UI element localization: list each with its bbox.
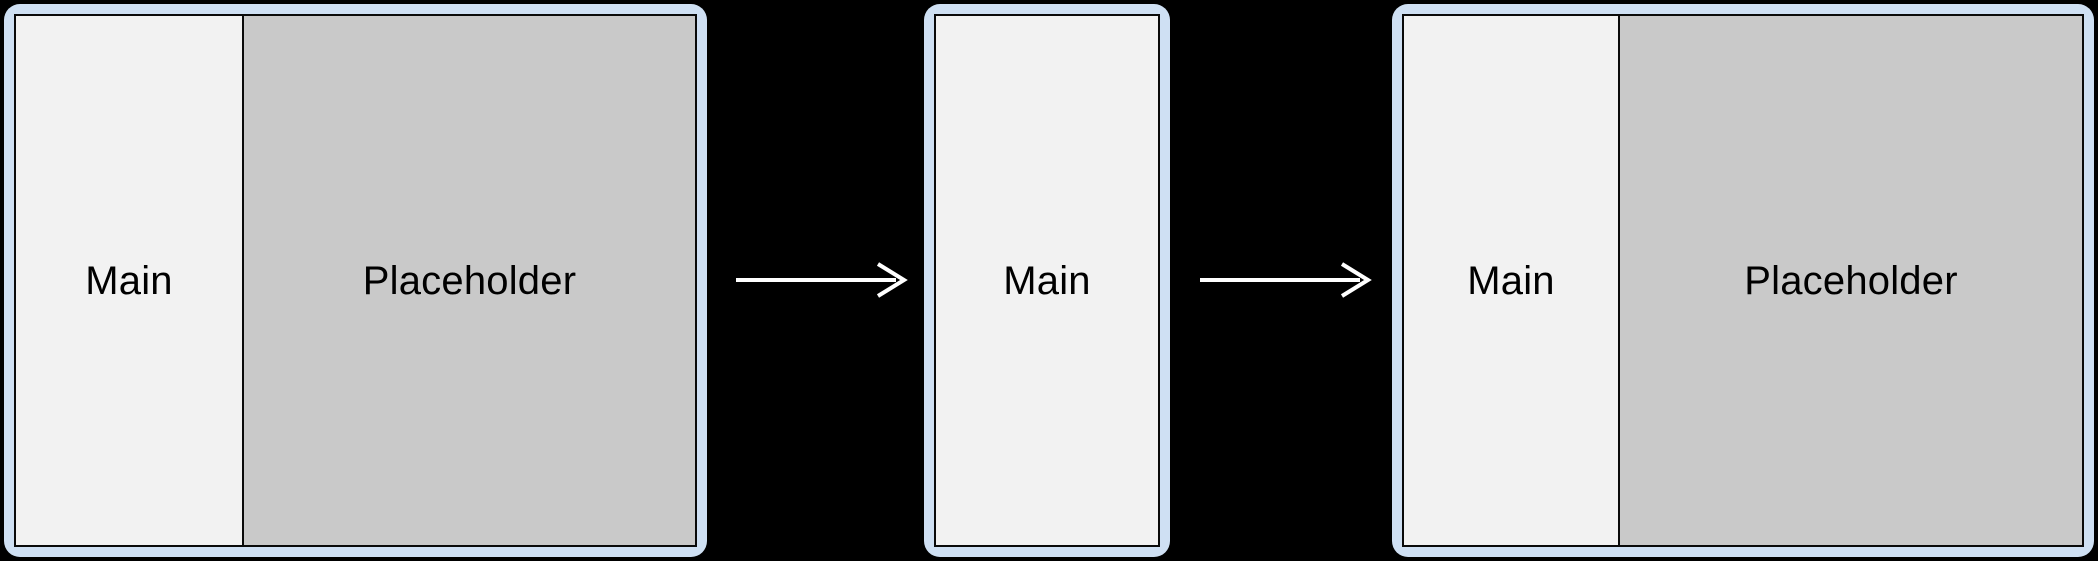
panel-3-inner: Main Placeholder (1402, 14, 2084, 547)
arrow-panel1-to-panel2 (736, 250, 908, 310)
panel-3-region-placeholder[interactable]: Placeholder (1618, 16, 2082, 545)
panel-1-main-label: Main (85, 258, 173, 303)
arrow-panel2-to-panel3 (1200, 250, 1372, 310)
panel-1-region-main[interactable]: Main (16, 16, 242, 545)
panel-3-placeholder-label: Placeholder (1744, 258, 1958, 303)
panel-2-inner: Main (934, 14, 1160, 547)
panel-3-main-label: Main (1467, 258, 1555, 303)
panel-narrow-main-only[interactable]: Main (924, 4, 1170, 557)
panel-2-main-label: Main (1003, 258, 1091, 303)
arrow-2-head (1340, 262, 1372, 298)
panel-wide-split-before[interactable]: Main Placeholder (4, 4, 707, 557)
panel-1-inner: Main Placeholder (14, 14, 697, 547)
panel-1-region-placeholder[interactable]: Placeholder (242, 16, 695, 545)
panel-2-region-main[interactable]: Main (936, 16, 1158, 545)
arrow-1-head (876, 262, 908, 298)
panel-3-region-main[interactable]: Main (1404, 16, 1618, 545)
panel-1-placeholder-label: Placeholder (362, 258, 577, 303)
panel-wide-split-after[interactable]: Main Placeholder (1392, 4, 2094, 557)
